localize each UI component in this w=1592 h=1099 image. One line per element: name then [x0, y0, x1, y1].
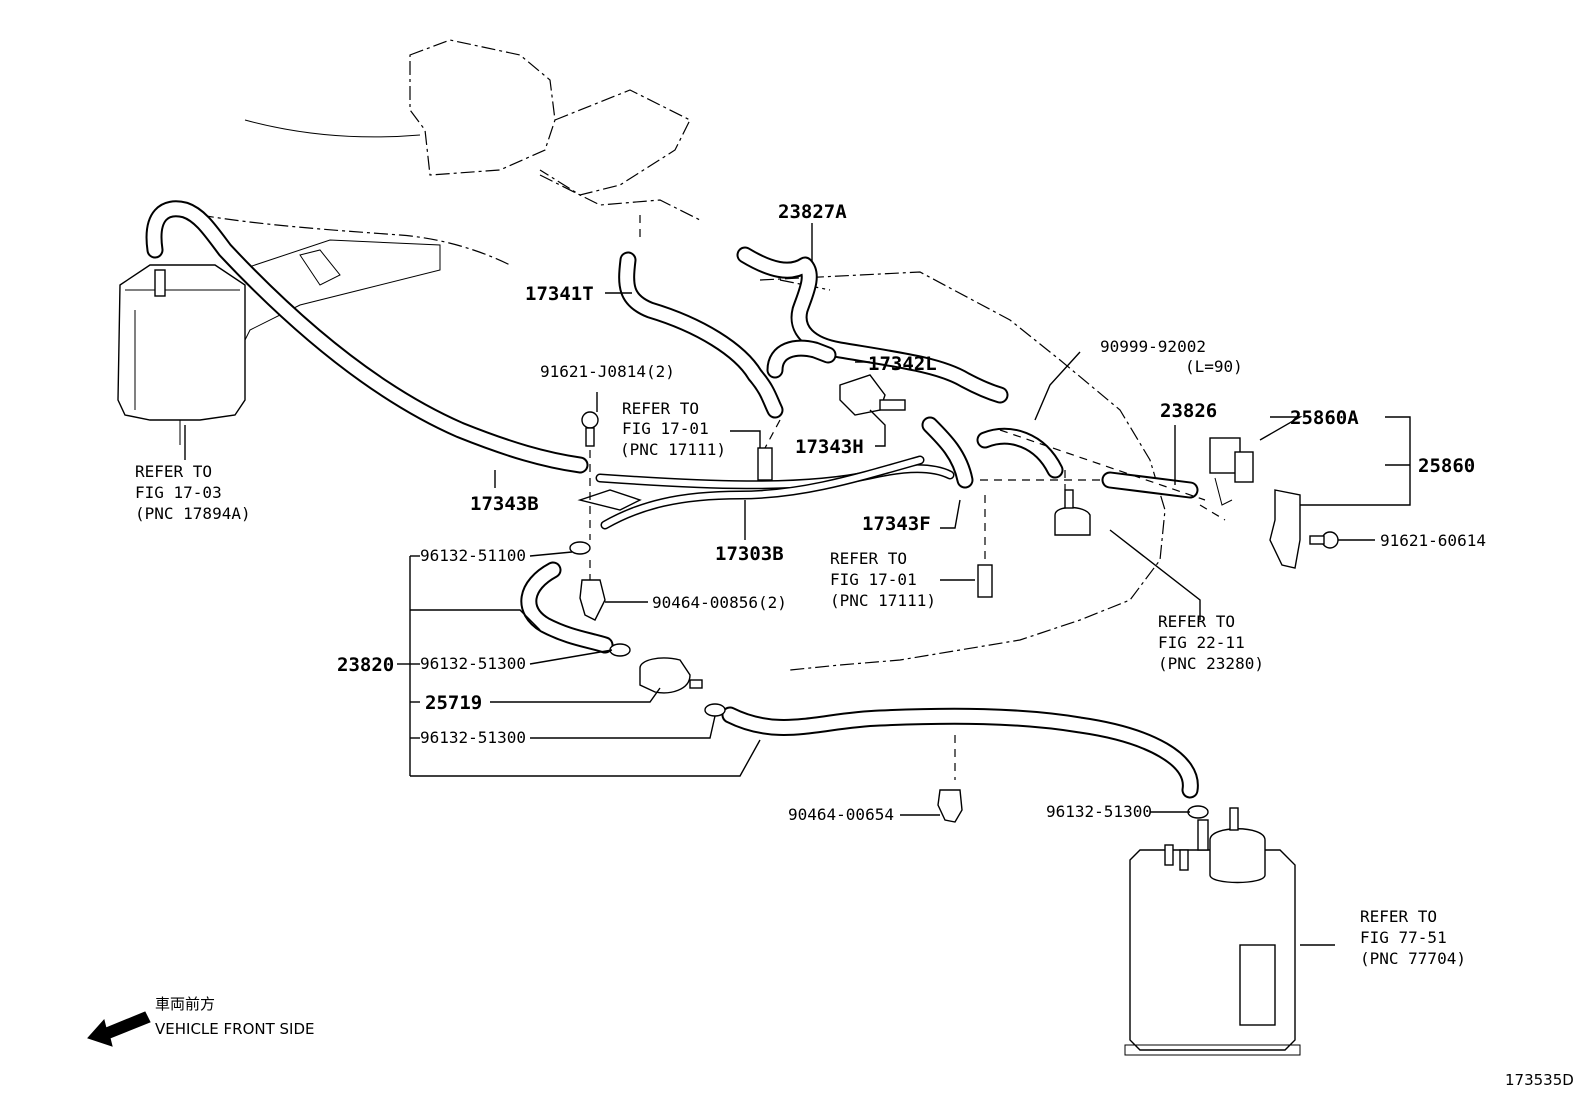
label-96132-51300-c: 96132-51300	[1046, 802, 1152, 821]
ref-17111-b-line2: FIG 17-01	[830, 570, 917, 589]
left-tank-outline	[117, 264, 246, 445]
hose-17342L	[766, 339, 837, 379]
ref-23280-line1: REFER TO	[1158, 612, 1235, 631]
label-25719: 25719	[425, 692, 482, 714]
pipe-stub-17111-b	[977, 564, 993, 598]
ref-17894A-line1: REFER TO	[135, 462, 212, 481]
label-96132-51300-b: 96132-51300	[420, 728, 526, 747]
bolt-91621-60614	[1309, 531, 1339, 549]
ref-17894A-line3: (PNC 17894A)	[135, 504, 251, 523]
clamp-96132-51300-a	[609, 643, 631, 657]
label-17341T: 17341T	[525, 283, 594, 305]
clamp-96132-51300-b	[704, 703, 726, 717]
label-17343H: 17343H	[795, 436, 864, 458]
clamp-96132-51300-c	[1187, 805, 1209, 819]
ref-17111-a-line3: (PNC 17111)	[620, 440, 726, 459]
ref-17111-b-line3: (PNC 17111)	[830, 591, 936, 610]
hose-17343B	[145, 200, 589, 474]
label-17303B: 17303B	[715, 543, 784, 565]
engine-phantom-outline	[199, 39, 1166, 671]
label-90999-92002: 90999-92002	[1100, 337, 1206, 356]
label-90464-00654: 90464-00654	[788, 805, 894, 824]
label-96132-51100: 96132-51100	[420, 546, 526, 565]
ref-77704-line1: REFER TO	[1360, 907, 1437, 926]
label-90464-00856: 90464-00856(2)	[652, 593, 787, 612]
label-17343B: 17343B	[470, 493, 539, 515]
figure-id: 173535D	[1505, 1071, 1574, 1089]
clip-90464-00654	[937, 789, 963, 823]
label-25860A: 25860A	[1290, 407, 1359, 429]
vsv-17343H	[839, 374, 906, 416]
label-23820: 23820	[337, 654, 394, 676]
vsv-25860A	[1209, 437, 1254, 506]
charcoal-canister	[1124, 807, 1301, 1056]
bracket-25860	[1269, 489, 1301, 569]
clip-90464-00856	[579, 579, 606, 621]
label-25860: 25860	[1418, 455, 1475, 477]
filter-25719	[639, 657, 703, 694]
ref-77704-line3: (PNC 77704)	[1360, 949, 1466, 968]
label-17343F: 17343F	[862, 513, 931, 535]
leader-lines	[184, 223, 1411, 946]
hose-17341T	[618, 251, 784, 419]
front-side-jp: 車両前方	[155, 995, 215, 1013]
ref-23280-line2: FIG 22-11	[1158, 633, 1245, 652]
label-96132-51300-a: 96132-51300	[420, 654, 526, 673]
vacuum-sensor-23280	[1054, 489, 1091, 536]
front-side-en: VEHICLE FRONT SIDE	[155, 1020, 315, 1038]
hose-23826	[1101, 471, 1199, 499]
assembly-dashed-lines	[589, 215, 1226, 780]
label-91621-60614: 91621-60614	[1380, 531, 1486, 550]
hose-90999-92002	[976, 427, 1064, 479]
clamp-96132-51100	[569, 541, 591, 555]
arrow-left-down-icon	[87, 1011, 151, 1047]
label-91621-J0814: 91621-J0814(2)	[540, 362, 675, 381]
label-23826: 23826	[1160, 400, 1217, 422]
ref-17111-b-line1: REFER TO	[830, 549, 907, 568]
label-23827A: 23827A	[778, 201, 847, 223]
ref-17894A-line2: FIG 17-03	[135, 483, 222, 502]
ref-17111-a-line2: FIG 17-01	[622, 419, 709, 438]
pipe-stub-17111-a	[757, 447, 773, 481]
label-17342L: 17342L	[868, 353, 937, 375]
bolt-91621-J0814	[581, 411, 599, 447]
hose-23820	[520, 561, 1199, 799]
label-90999-length: (L=90)	[1185, 357, 1243, 376]
ref-23280-line3: (PNC 23280)	[1158, 654, 1264, 673]
part-labels: 23827A 17341T 17342L 91621-J0814(2) REFE…	[135, 201, 1486, 968]
ref-77704-line2: FIG 77-51	[1360, 928, 1447, 947]
hose-17343F	[921, 416, 974, 489]
pipe-17303B	[577, 455, 955, 530]
ref-17111-a-line1: REFER TO	[622, 399, 699, 418]
